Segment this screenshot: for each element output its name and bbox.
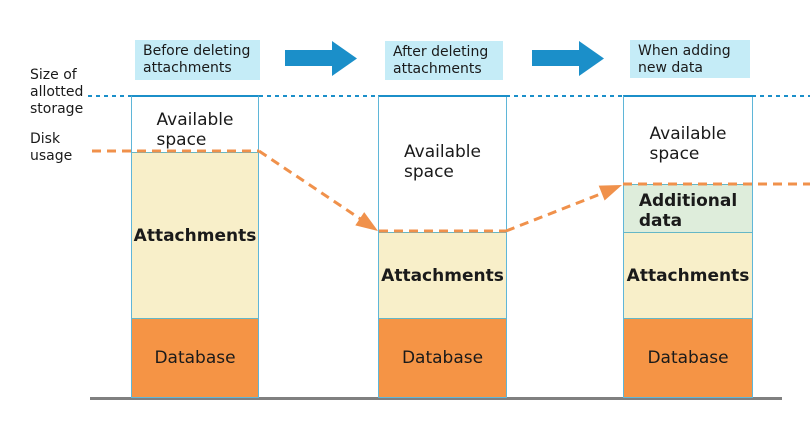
- database-label: Database: [154, 348, 236, 368]
- arrow-right-icon: [532, 41, 604, 76]
- baseline: [90, 397, 782, 400]
- disk-usage-label: Disk usage: [30, 131, 73, 164]
- section-available-space: Available space: [624, 97, 752, 184]
- section-attachments: Attachments: [132, 152, 258, 318]
- arrowhead-down-icon: [355, 212, 378, 231]
- stage-label-before-deleting: Before deleting attachments: [135, 40, 260, 80]
- section-additional-data: Additional data: [624, 184, 752, 232]
- additional-data-label: Additional data: [638, 190, 738, 231]
- stage-label-after-deleting: After deleting attachments: [385, 41, 503, 80]
- column-when-adding: Available space Additional data Attachme…: [623, 95, 753, 398]
- section-database: Database: [132, 318, 258, 397]
- column-before-deleting: Available space Attachments Database: [131, 95, 259, 398]
- arrow-right-icon: [532, 41, 604, 76]
- available-space-label: Available space: [156, 110, 234, 150]
- allotted-storage-label: Size of allotted storage: [30, 67, 84, 117]
- section-available-space: Available space: [379, 97, 506, 232]
- section-attachments: Attachments: [624, 232, 752, 318]
- arrow-right-icon: [285, 41, 357, 76]
- attachments-label: Attachments: [626, 265, 750, 286]
- database-label: Database: [647, 348, 729, 368]
- available-space-label: Available space: [404, 142, 481, 182]
- arrow-right-icon: [285, 41, 357, 76]
- database-label: Database: [401, 348, 484, 368]
- section-database: Database: [379, 318, 506, 397]
- arrowhead-up-icon: [598, 185, 622, 201]
- column-after-deleting: Available space Attachments Database: [378, 95, 507, 398]
- stage-label-when-adding: When adding new data: [630, 40, 750, 78]
- section-attachments: Attachments: [379, 232, 506, 318]
- available-space-label: Available space: [649, 124, 727, 164]
- disk-usage-line-down: [258, 149, 363, 222]
- section-database: Database: [624, 318, 752, 397]
- attachments-label: Attachments: [381, 265, 504, 286]
- disk-usage-line-up: [505, 191, 604, 233]
- section-available-space: Available space: [132, 97, 258, 152]
- attachments-label: Attachments: [133, 225, 257, 246]
